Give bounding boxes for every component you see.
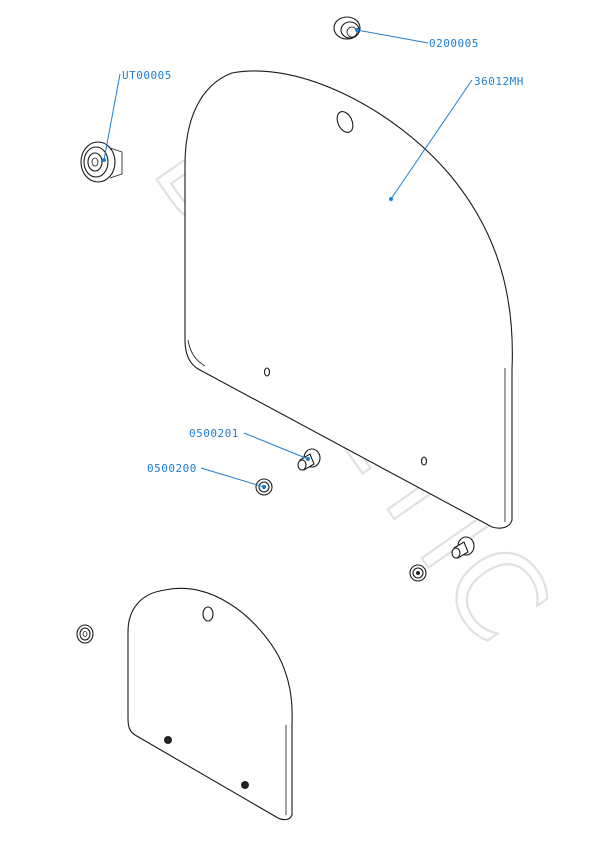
callout-label-large-plate: 36012MH bbox=[474, 75, 524, 88]
callout-label-top-nut: 0200005 bbox=[429, 37, 479, 50]
callout-screw: 0500201 bbox=[189, 427, 310, 461]
left-cap-part bbox=[80, 141, 123, 183]
plate-small-hole bbox=[263, 367, 271, 377]
top-nut-part bbox=[333, 16, 361, 40]
small-cap-part bbox=[76, 624, 94, 644]
callout-label-screw: 0500201 bbox=[189, 427, 239, 440]
screw-part bbox=[297, 448, 321, 471]
plate-small-hole bbox=[420, 456, 428, 466]
callout-large-plate: 36012MH bbox=[389, 75, 524, 201]
small-plate bbox=[127, 587, 293, 821]
callout-top-nut: 0200005 bbox=[355, 28, 479, 50]
plate-top-hole bbox=[336, 111, 354, 133]
right-screw-part bbox=[451, 536, 475, 559]
small-plate-fastener bbox=[241, 781, 249, 789]
callout-label-left-cap: UT00005 bbox=[122, 69, 172, 82]
callout-label-grommet: 0500200 bbox=[147, 462, 197, 475]
callout-grommet: 0500200 bbox=[147, 462, 266, 489]
callout-left-cap: UT00005 bbox=[102, 69, 172, 162]
large-plate bbox=[184, 70, 513, 529]
right-grommet-part bbox=[409, 564, 427, 582]
small-plate-fastener bbox=[164, 736, 172, 744]
small-plate-top-hole bbox=[202, 606, 214, 622]
